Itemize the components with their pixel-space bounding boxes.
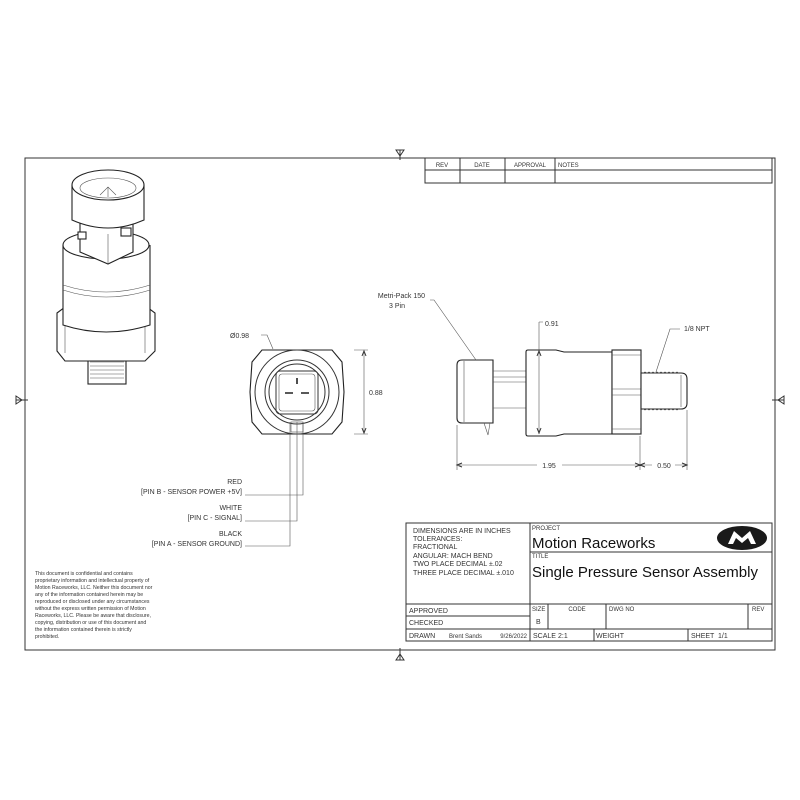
- title-block: DIMENSIONS ARE IN INCHES TOLERANCES: FRA…: [405, 522, 773, 642]
- tolerance-line: ANGULAR: MACH BEND: [413, 553, 493, 560]
- tolerance-line: FRACTIONAL: [413, 544, 457, 551]
- approval-header: APPROVAL: [514, 163, 547, 169]
- weight-label: WEIGHT: [596, 633, 625, 640]
- checked-label: CHECKED: [409, 620, 443, 627]
- svg-text:without the express written pe: without the express written permission o…: [35, 606, 146, 612]
- size-label: SIZE: [532, 607, 545, 613]
- wire-black-color: BLACK: [219, 531, 242, 538]
- drawn-label: DRAWN: [409, 633, 435, 640]
- center-markers: [15, 149, 785, 661]
- wire-red-pin: [PIN B - SENSOR POWER +5V]: [141, 489, 242, 496]
- thread-callout: 1/8 NPT: [684, 326, 710, 333]
- scale-value: 2:1: [558, 633, 568, 640]
- tolerance-line: DIMENSIONS ARE IN INCHES: [413, 528, 511, 535]
- dwg-no-label: DWG NO: [609, 607, 635, 613]
- wire-white-pin: [PIN C - SIGNAL]: [188, 515, 243, 522]
- scale-label: SCALE: [533, 633, 556, 640]
- code-label: CODE: [568, 607, 585, 613]
- tolerance-line: THREE PLACE DECIMAL ±.010: [413, 570, 514, 577]
- diameter-dimension: Ø0.98: [230, 333, 249, 340]
- connector-callout-line2: 3 Pin: [389, 303, 405, 310]
- motion-raceworks-logo: [717, 526, 767, 550]
- svg-text:This document is confidential: This document is confidential and contai…: [35, 571, 133, 577]
- date-header: DATE: [474, 163, 490, 169]
- approved-label: APPROVED: [409, 608, 448, 615]
- body-diameter-dimension: 0.91: [545, 321, 559, 328]
- wire-white-color: WHITE: [219, 505, 242, 512]
- project-name: Motion Raceworks: [532, 535, 655, 552]
- tolerance-line: TWO PLACE DECIMAL ±.02: [413, 561, 503, 568]
- drawing-title: Single Pressure Sensor Assembly: [532, 564, 758, 581]
- isometric-view: [56, 169, 156, 385]
- rev-header: REV: [436, 163, 448, 169]
- height-dimension: 0.88: [369, 390, 383, 397]
- thread-length-dimension: 0.50: [657, 463, 671, 470]
- notes-header: NOTES: [558, 163, 579, 169]
- svg-text:Raceworks, LLC. Please be awar: Raceworks, LLC. Please be aware that dis…: [35, 613, 151, 619]
- side-view: 0.91 1.95 0.50 Metri-Pack 150 3 Pin 1/8 …: [378, 293, 710, 470]
- length-dimension: 1.95: [542, 463, 556, 470]
- wire-labels: RED [PIN B - SENSOR POWER +5V] WHITE [PI…: [141, 479, 242, 548]
- drawn-by: Brent Sands: [449, 634, 482, 640]
- svg-text:reproduced or disclosed under: reproduced or disclosed under any circum…: [35, 599, 150, 605]
- svg-text:copying, distribution or use o: copying, distribution or use of this doc…: [35, 620, 146, 626]
- svg-text:prohibited.: prohibited.: [35, 634, 59, 640]
- revision-table: REV DATE APPROVAL NOTES: [424, 157, 773, 184]
- svg-text:Motion Raceworks, LLC. Neither: Motion Raceworks, LLC. Neither this docu…: [35, 585, 153, 591]
- project-label: PROJECT: [532, 526, 560, 532]
- size-value: B: [536, 619, 541, 626]
- wire-black-pin: [PIN A - SENSOR GROUND]: [152, 541, 242, 548]
- wire-leaders: [245, 422, 304, 547]
- confidentiality-notice: This document is confidential and contai…: [35, 571, 153, 640]
- front-view: 0.88 Ø0.98: [230, 333, 383, 547]
- drawn-date: 9/26/2022: [500, 634, 527, 640]
- wire-red-color: RED: [227, 479, 242, 486]
- title-label: TITLE: [532, 554, 548, 560]
- svg-text:any of the information contain: any of the information contained herein …: [35, 592, 143, 598]
- connector-callout-line1: Metri-Pack 150: [378, 293, 425, 300]
- tolerance-line: TOLERANCES:: [413, 536, 462, 543]
- svg-text:proprietary information and in: proprietary information and intellectual…: [35, 578, 150, 584]
- sheet-value: 1/1: [718, 633, 728, 640]
- svg-text:the information contained ther: the information contained therein is str…: [35, 627, 132, 633]
- rev-label: REV: [752, 607, 764, 613]
- sheet-label: SHEET: [691, 633, 715, 640]
